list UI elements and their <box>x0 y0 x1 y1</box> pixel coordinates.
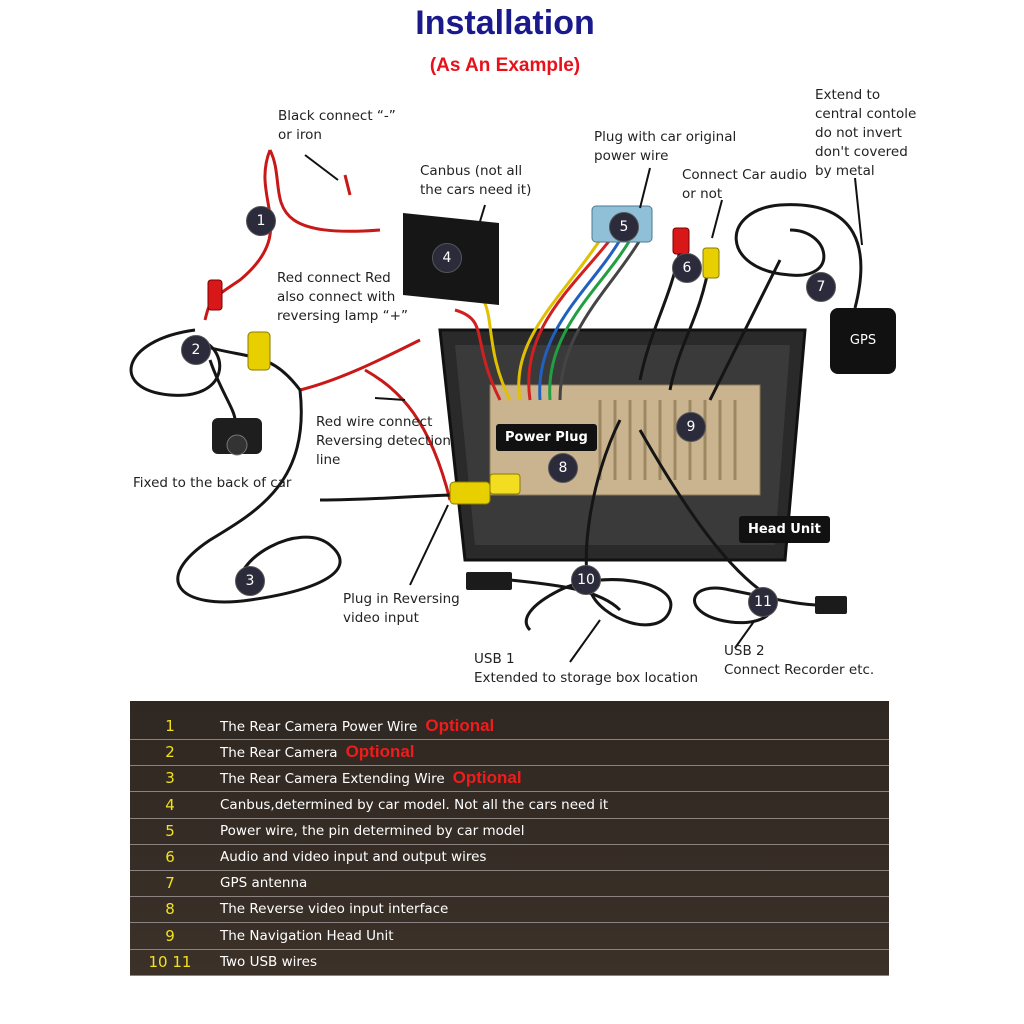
legend-text: The Rear Camera Optional <box>220 739 415 766</box>
legend-text: Canbus,determined by car model. Not all … <box>220 792 608 818</box>
marker-1: 1 <box>246 206 276 236</box>
legend-number: 3 <box>165 769 175 788</box>
head-unit-label: Head Unit <box>739 516 830 543</box>
label-red-wire: Red wire connect Reversing detection lin… <box>316 414 451 468</box>
label-plug-reversing: Plug in Reversing video input <box>343 591 460 626</box>
marker-9: 9 <box>676 412 706 442</box>
legend-description: The Rear Camera Extending Wire <box>220 771 445 788</box>
legend-row: 6 Audio and video input and output wires <box>130 844 889 871</box>
marker-2: 2 <box>181 335 211 365</box>
legend-number: 1 <box>165 717 175 735</box>
legend-row: 4 Canbus,determined by car model. Not all… <box>130 792 889 819</box>
legend-number: 4 <box>165 795 175 814</box>
label-black-connect: Black connect “-” or iron <box>278 108 396 143</box>
marker-6: 6 <box>672 253 702 283</box>
page-title: Installation <box>415 4 595 42</box>
legend-description: Two USB wires <box>220 953 317 970</box>
legend-text: Two USB wires <box>220 949 317 975</box>
legend-text: Power wire, the pin determined by car mo… <box>220 818 525 844</box>
legend-number: 6 <box>165 848 175 866</box>
marker-8: 8 <box>548 453 578 483</box>
label-canbus: Canbus (not all the cars need it) <box>420 163 532 198</box>
legend-text: The Reverse video input interface <box>220 896 448 922</box>
legend-text: The Rear Camera Extending Wire Optional <box>220 765 522 792</box>
legend-description: The Navigation Head Unit <box>220 927 394 944</box>
usb1-connector <box>466 572 512 590</box>
legend-description: Power wire, the pin determined by car mo… <box>220 822 525 839</box>
legend-row: 1 The Rear Camera Power Wire Optional <box>130 713 889 740</box>
marker-10: 10 <box>571 565 601 595</box>
legend-description: GPS antenna <box>220 875 308 892</box>
legend-description: Audio and video input and output wires <box>220 849 487 865</box>
legend-text: Audio and video input and output wires <box>220 844 486 870</box>
marker-4: 4 <box>432 243 462 273</box>
legend-number: 7 <box>165 874 175 893</box>
legend-row: 3 The Rear Camera Extending Wire Optional <box>130 765 889 793</box>
legend-row: 9 The Navigation Head Unit <box>130 923 889 950</box>
legend-description: The Reverse video input interface <box>220 901 449 918</box>
label-fixed-back: Fixed to the back of car <box>133 475 292 491</box>
legend-row: 5 Power wire, the pin determined by car m… <box>130 818 889 845</box>
legend-number: 5 <box>165 821 175 840</box>
usb2-connector <box>815 596 847 614</box>
optional-badge: Optional <box>345 742 415 762</box>
label-usb1: USB 1 Extended to storage box location <box>474 651 699 686</box>
power-plug-label: Power Plug <box>496 424 597 451</box>
marker-3: 3 <box>235 566 265 596</box>
optional-badge: Optional <box>425 716 495 735</box>
wiring-illustration <box>129 149 863 663</box>
legend-number: 9 <box>165 926 175 945</box>
marker-5: 5 <box>609 212 639 242</box>
label-usb2: USB 2 Connect Recorder etc. <box>724 643 875 678</box>
legend-description: The Rear Camera Power Wire <box>220 719 418 735</box>
legend-row: 8 The Reverse video input interface <box>130 896 889 924</box>
legend-description: The Rear Camera <box>220 745 338 762</box>
legend-text: The Rear Camera Power Wire Optional <box>220 713 494 740</box>
label-connect-audio: Connect Car audio or not <box>682 167 808 202</box>
legend-number: 10 11 <box>148 952 192 971</box>
optional-badge: Optional <box>452 768 522 788</box>
legend-number: 8 <box>165 900 175 919</box>
legend-row: 7 GPS antenna <box>130 870 889 898</box>
marker-11: 11 <box>748 587 778 617</box>
legend-number: 2 <box>165 743 175 762</box>
gps-antenna: GPS <box>830 308 896 374</box>
marker-7: 7 <box>806 272 836 302</box>
legend-row: 10 11 Two USB wires <box>130 949 889 976</box>
legend-description: Canbus,determined by car model. Not all … <box>220 796 609 813</box>
legend-text: GPS antenna <box>220 870 307 896</box>
page-subtitle: (As An Example) <box>429 55 581 76</box>
legend-row: 2 The Rear Camera Optional <box>130 739 889 767</box>
legend-text: The Navigation Head Unit <box>220 923 394 949</box>
label-extend-central: Extend to central contole do not invert … <box>815 87 917 179</box>
label-red-connect: Red connect Red also connect with revers… <box>277 270 408 324</box>
label-plug-car-original: Plug with car original power wire <box>594 129 737 164</box>
